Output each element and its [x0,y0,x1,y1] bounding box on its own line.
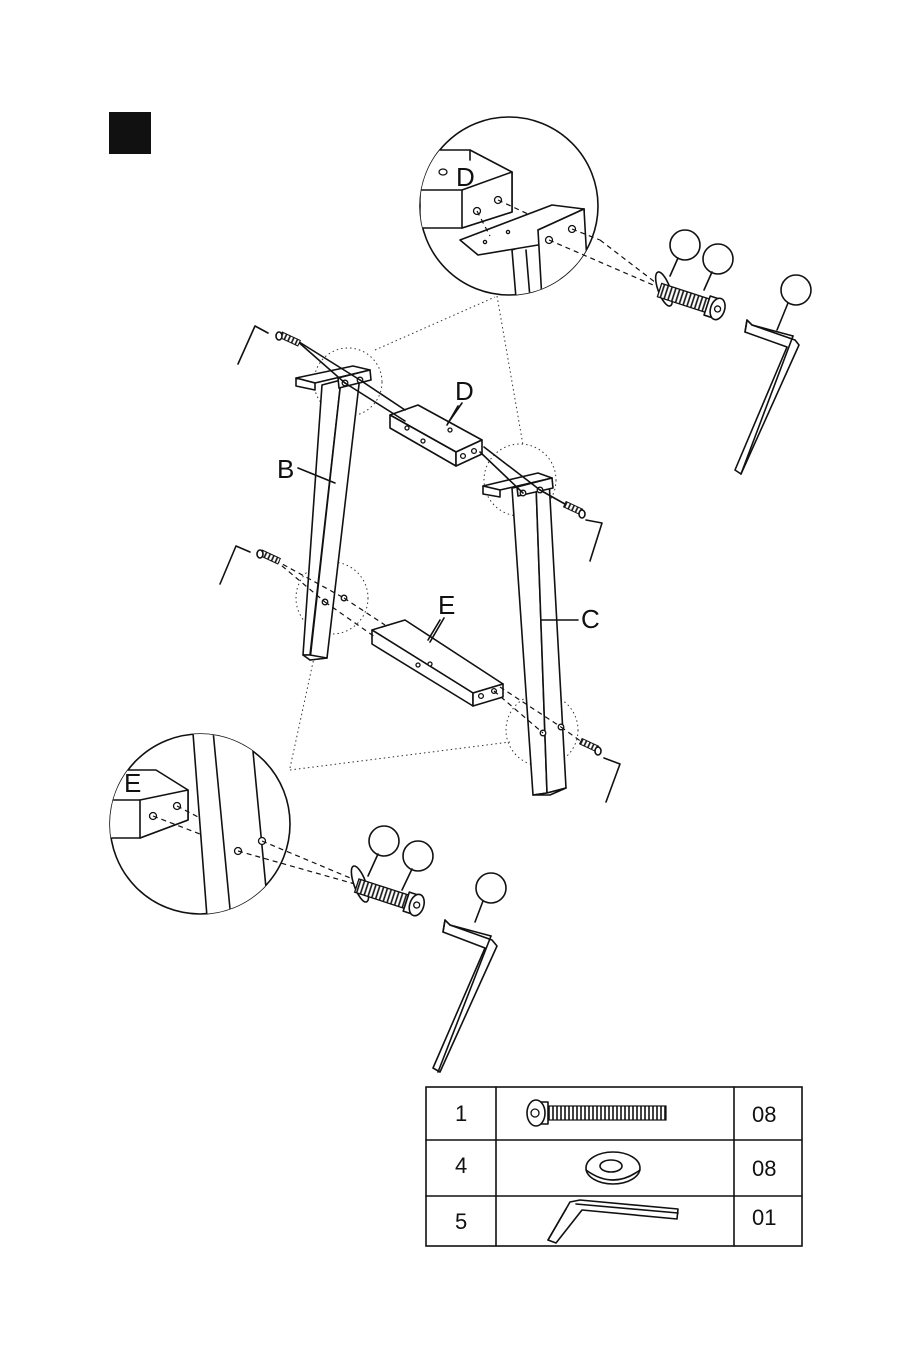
part-e-label: E [438,590,455,620]
detail-view-top: D [420,117,598,310]
detail-top-hardware [549,229,811,474]
detail-view-bottom: E [108,720,290,930]
bolt-set-bottom-right [561,727,620,802]
hardware-table: 1 08 4 08 5 [426,1087,802,1246]
leg-c [483,473,566,795]
allen-key-icon [735,320,799,474]
detail-top-part-label: D [456,162,475,192]
step-number-marker [109,112,151,154]
part-b-label: B [277,454,294,484]
row-quantity: 08 [752,1102,776,1127]
part-d-label: D [455,376,474,406]
row-quantity: 08 [752,1156,776,1181]
washer-icon [586,1152,640,1184]
row-quantity: 01 [752,1205,776,1230]
detail-bottom-part-label: E [124,768,141,798]
beam-e [372,620,503,706]
beam-d [390,405,482,466]
row-number: 5 [455,1209,467,1234]
row-number: 1 [455,1101,467,1126]
leg-b [296,366,371,660]
row-number: 4 [455,1153,467,1178]
part-c-label: C [581,604,600,634]
allen-key-icon [433,920,497,1072]
main-assembly: D B E C [220,326,620,802]
